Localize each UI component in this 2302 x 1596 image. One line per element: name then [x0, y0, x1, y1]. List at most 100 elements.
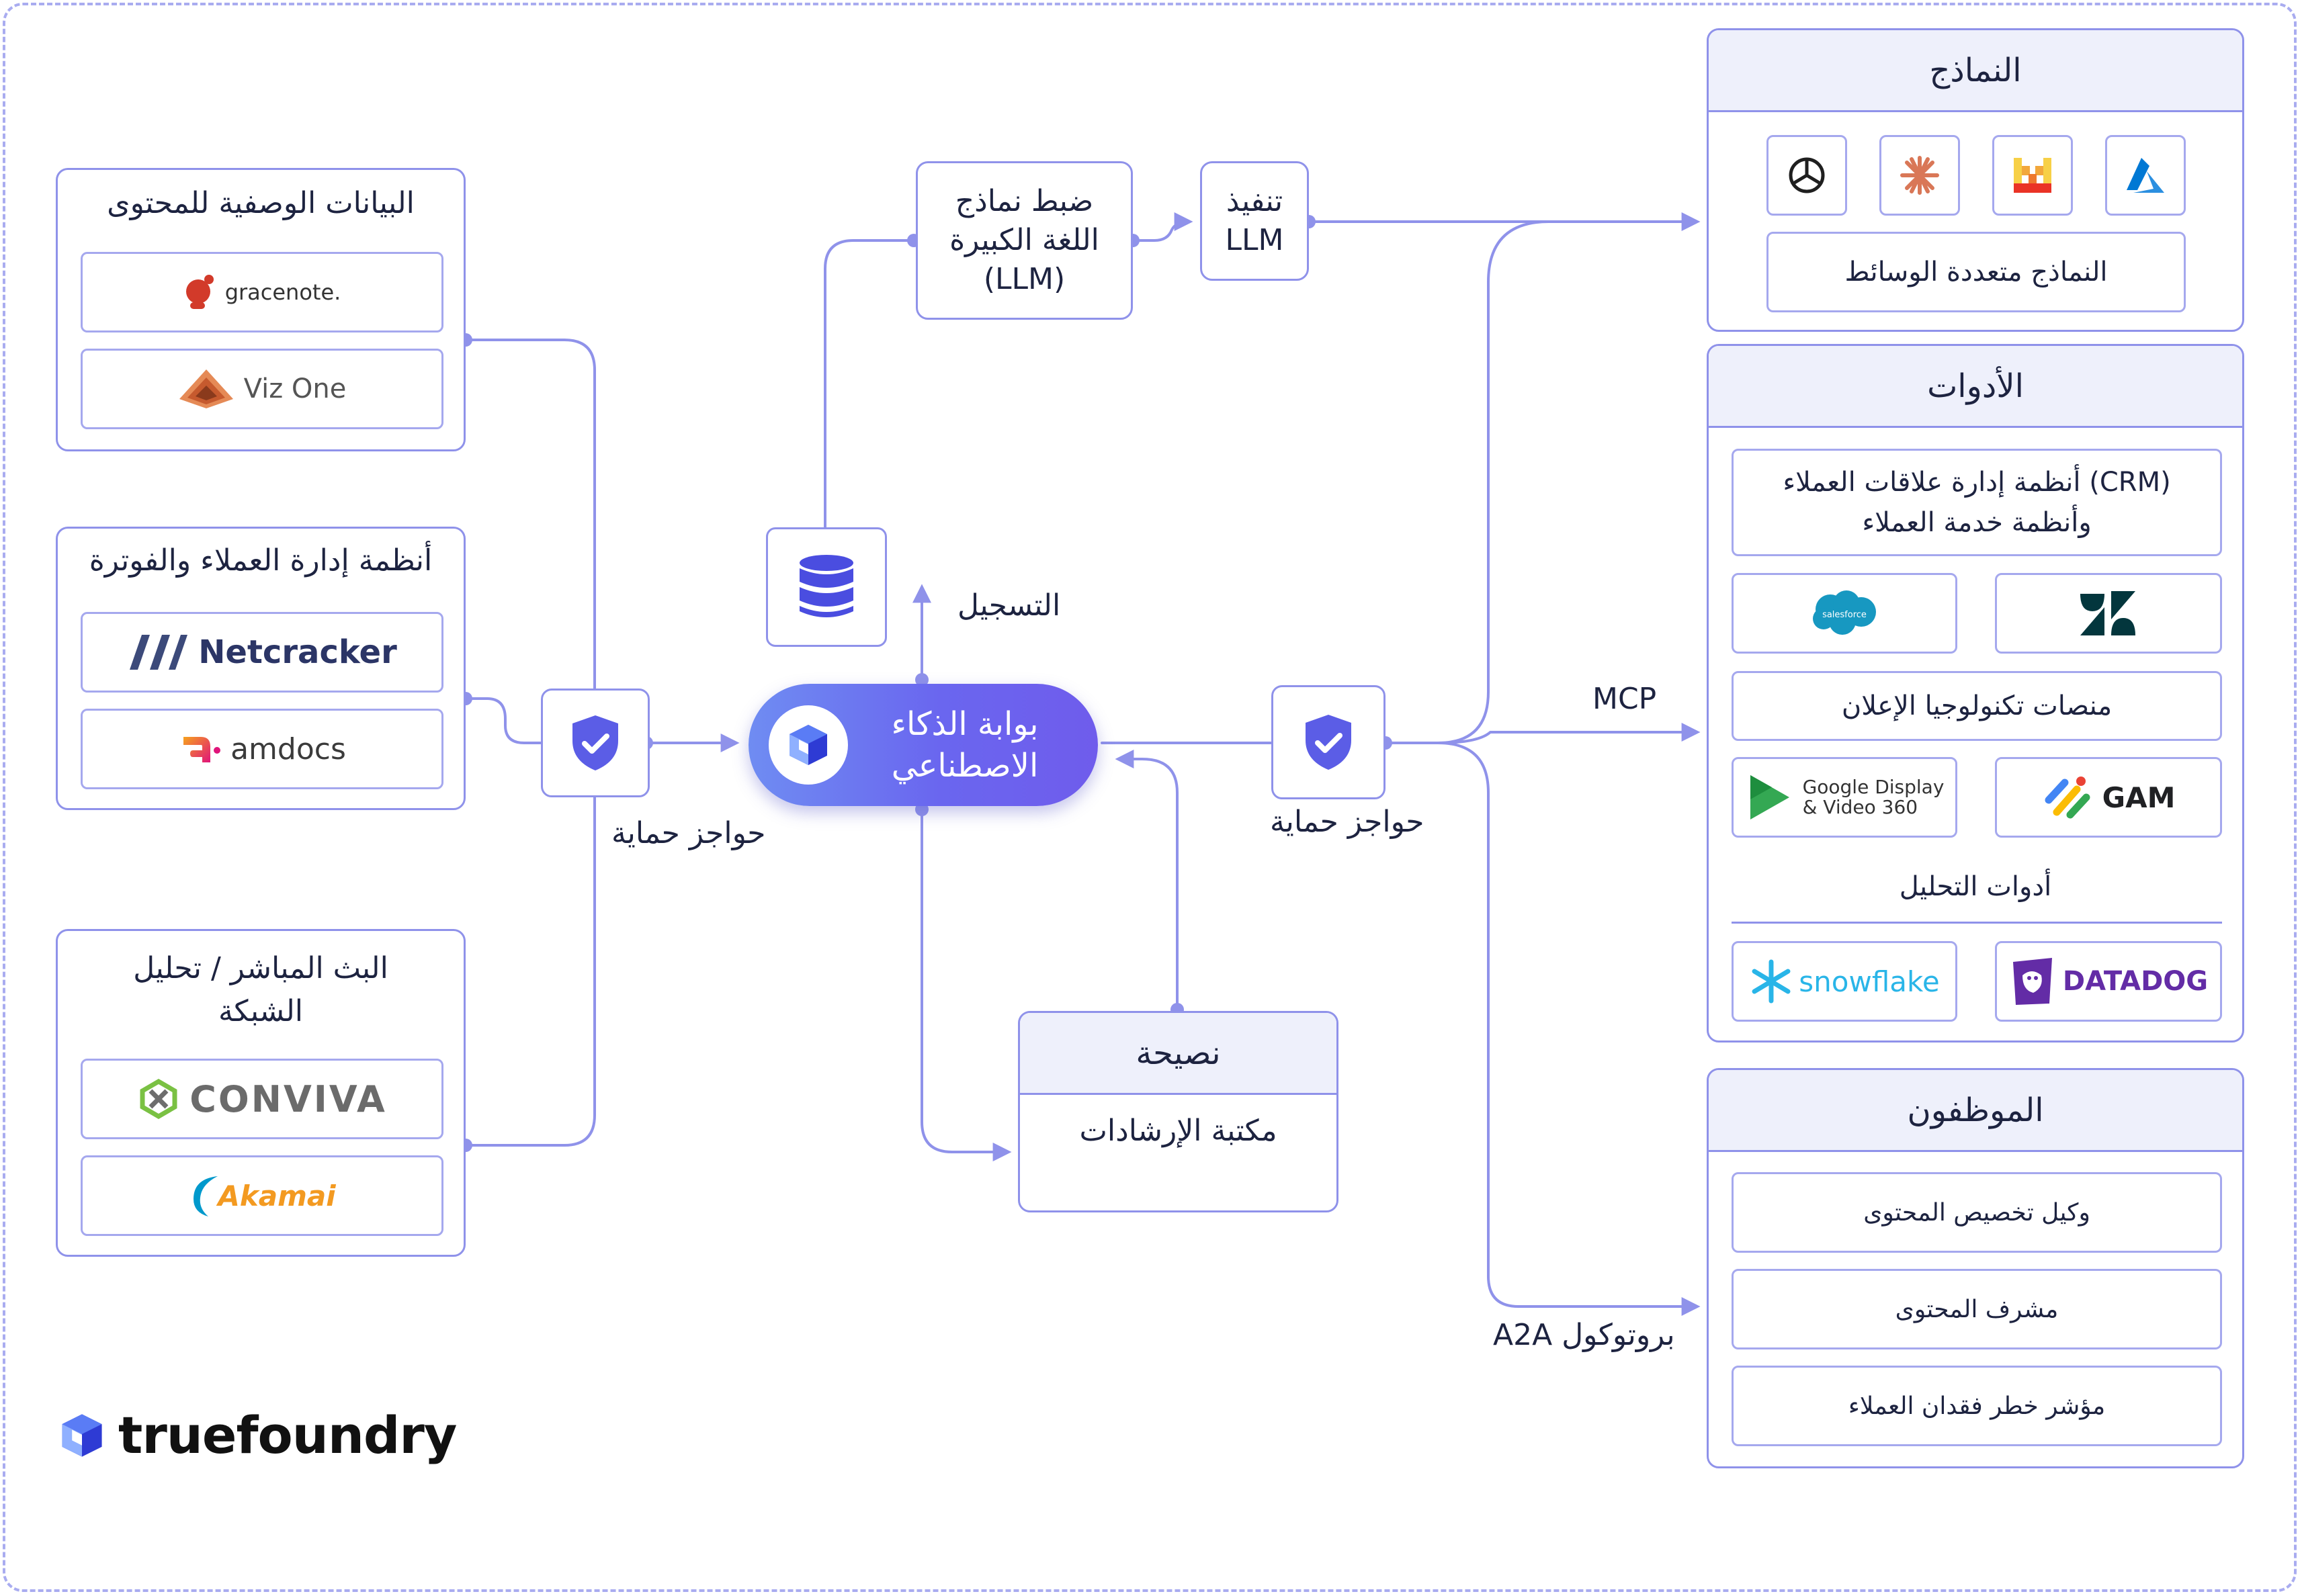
- finetune-llm-box[interactable]: ضبط نماذج اللغة الكبيرة (LLM): [916, 161, 1133, 320]
- employee-item-personalization[interactable]: وكيل تخصيص المحتوى: [1732, 1172, 2222, 1253]
- dv360-line2: & Video 360: [1802, 796, 1918, 818]
- akamai-icon: [194, 1176, 218, 1216]
- snowflake-chip[interactable]: snowflake: [1732, 941, 1957, 1022]
- finetune-line1: ضبط نماذج: [955, 184, 1094, 218]
- finetune-line2: اللغة الكبيرة: [949, 223, 1099, 257]
- crm-line2: وأنظمة خدمة العملاء: [1862, 507, 2092, 538]
- database-icon: [800, 555, 853, 617]
- analytics-tools-heading: أدوات التحليل: [1899, 871, 2052, 902]
- finetune-llm-label: ضبط نماذج اللغة الكبيرة (LLM): [949, 182, 1099, 299]
- zendesk-chip[interactable]: [1995, 573, 2222, 654]
- guardrails-left-box[interactable]: [541, 689, 650, 797]
- gateway-cube-icon: [769, 705, 848, 785]
- advice-header: نصيحة: [1020, 1013, 1336, 1095]
- anthropic-chip[interactable]: [1879, 135, 1960, 216]
- content-metadata-title: البيانات الوصفية للمحتوى: [107, 186, 415, 220]
- snowflake-icon: [1752, 959, 1791, 1004]
- exec-line1: تنفيذ: [1226, 184, 1283, 218]
- employees-panel: الموظفون وكيل تخصيص المحتوى مشرف المحتوى…: [1707, 1068, 2244, 1468]
- conviva-logo-chip[interactable]: CONVIVA: [81, 1059, 443, 1139]
- tools-header: الأدوات: [1709, 346, 2242, 428]
- gam-icon: [2045, 777, 2090, 819]
- logging-database-box[interactable]: [766, 527, 887, 647]
- azure-chip[interactable]: [2105, 135, 2186, 216]
- exec-line2: LLM: [1225, 223, 1284, 257]
- a2a-label: بروتوكول A2A: [1493, 1318, 1675, 1352]
- billing-panel: أنظمة إدارة العملاء والفوترة Netcracker …: [56, 527, 466, 810]
- truefoundry-icon: [62, 1413, 102, 1457]
- truefoundry-wordmark: truefoundry: [118, 1405, 457, 1465]
- akamai-wordmark: Akamai: [218, 1179, 336, 1212]
- models-panel: النماذج النماذج متعددة الوسائط: [1707, 28, 2244, 332]
- gam-chip[interactable]: GAM: [1995, 757, 2222, 838]
- finetune-line3: (LLM): [983, 262, 1066, 296]
- dv360-icon: [1750, 775, 1789, 819]
- mistral-icon: [2014, 158, 2051, 193]
- gracenote-wordmark: gracenote.: [224, 279, 341, 305]
- employee-item-churn[interactable]: مؤشر خطر فقدان العملاء: [1732, 1366, 2222, 1446]
- shield-check-icon: [572, 715, 618, 770]
- gateway-label-line1: بوابة الذكاء: [891, 705, 1039, 743]
- conviva-icon: [140, 1078, 177, 1120]
- multimodal-models-button[interactable]: النماذج متعددة الوسائط: [1766, 232, 2186, 312]
- datadog-chip[interactable]: DATADOG: [1995, 941, 2222, 1022]
- netcracker-icon: [130, 635, 188, 670]
- amdocs-logo-chip[interactable]: amdocs: [81, 709, 443, 789]
- dv360-chip[interactable]: Google Display & Video 360: [1732, 757, 1957, 838]
- llm-execution-label: تنفيذ LLM: [1226, 182, 1284, 260]
- advice-box[interactable]: نصيحة مكتبة الإرشادات: [1018, 1011, 1338, 1212]
- openai-icon: [1789, 157, 1825, 193]
- vizone-icon: [179, 369, 233, 408]
- akamai-logo-chip[interactable]: Akamai: [81, 1155, 443, 1236]
- guardrails-right-label: حواجز حماية: [1270, 805, 1424, 839]
- openai-chip[interactable]: [1766, 135, 1847, 216]
- dv360-label: Google Display & Video 360: [1803, 777, 1945, 817]
- analytics-divider: [1732, 922, 2222, 924]
- netcracker-wordmark: Netcracker: [198, 633, 397, 671]
- diagram-frame: [3, 3, 2297, 1592]
- billing-title: أنظمة إدارة العملاء والفوترة: [89, 543, 433, 578]
- llm-execution-box[interactable]: تنفيذ LLM: [1200, 161, 1309, 281]
- gateway-label-line2: الاصطناعي: [891, 747, 1039, 785]
- gracenote-icon: [185, 275, 214, 309]
- dv360-line1: Google Display: [1802, 776, 1945, 798]
- gateway-label: بوابة الذكاء الاصطناعي: [848, 703, 1098, 787]
- zendesk-icon: [2080, 591, 2135, 635]
- employee-item-moderator[interactable]: مشرف المحتوى: [1732, 1269, 2222, 1349]
- shield-check-icon: [1306, 715, 1351, 770]
- crm-systems-chip[interactable]: (CRM) أنظمة إدارة علاقات العملاء وأنظمة …: [1732, 449, 2222, 556]
- adtech-platforms-chip[interactable]: منصات تكنولوجيا الإعلان: [1732, 671, 2222, 741]
- streaming-panel: البث المباشر / تحليل الشبكة CONVIVA Akam…: [56, 929, 466, 1257]
- guardrails-left-label: حواجز حماية: [611, 816, 766, 850]
- datadog-wordmark: DATADOG: [2062, 966, 2209, 997]
- tools-panel: الأدوات (CRM) أنظمة إدارة علاقات العملاء…: [1707, 344, 2244, 1043]
- vizone-logo-chip[interactable]: Viz One: [81, 349, 443, 429]
- employees-header: الموظفون: [1709, 1070, 2242, 1152]
- datadog-icon: [2012, 958, 2052, 1005]
- crm-line1: (CRM) أنظمة إدارة علاقات العملاء: [1783, 467, 2171, 498]
- mistral-chip[interactable]: [1992, 135, 2073, 216]
- conviva-wordmark: CONVIVA: [189, 1077, 387, 1120]
- streaming-title: البث المباشر / تحليل الشبكة: [58, 947, 464, 1033]
- gam-wordmark: GAM: [2102, 781, 2176, 814]
- salesforce-icon: salesforce: [1813, 590, 1876, 635]
- ai-gateway-button[interactable]: بوابة الذكاء الاصطناعي: [749, 684, 1098, 806]
- guidelines-library-label: مكتبة الإرشادات: [1079, 1114, 1277, 1148]
- salesforce-chip[interactable]: salesforce: [1732, 573, 1957, 654]
- vizone-wordmark: Viz One: [243, 373, 347, 404]
- truefoundry-logo: truefoundry: [56, 1405, 457, 1465]
- models-header: النماذج: [1709, 30, 2242, 112]
- salesforce-wordmark: salesforce: [1822, 610, 1867, 620]
- amdocs-wordmark: amdocs: [230, 732, 346, 766]
- streaming-title-line2: الشبكة: [218, 994, 304, 1028]
- guardrails-right-box[interactable]: [1271, 685, 1386, 799]
- logging-label: التسجيل: [957, 588, 1061, 623]
- streaming-title-line1: البث المباشر / تحليل: [133, 951, 388, 985]
- snowflake-wordmark: snowflake: [1799, 965, 1940, 998]
- content-metadata-panel: البيانات الوصفية للمحتوى gracenote. Viz …: [56, 168, 466, 451]
- amdocs-icon: [183, 737, 221, 762]
- gracenote-logo-chip[interactable]: gracenote.: [81, 252, 443, 332]
- anthropic-icon: [1900, 156, 1939, 195]
- netcracker-logo-chip[interactable]: Netcracker: [81, 612, 443, 693]
